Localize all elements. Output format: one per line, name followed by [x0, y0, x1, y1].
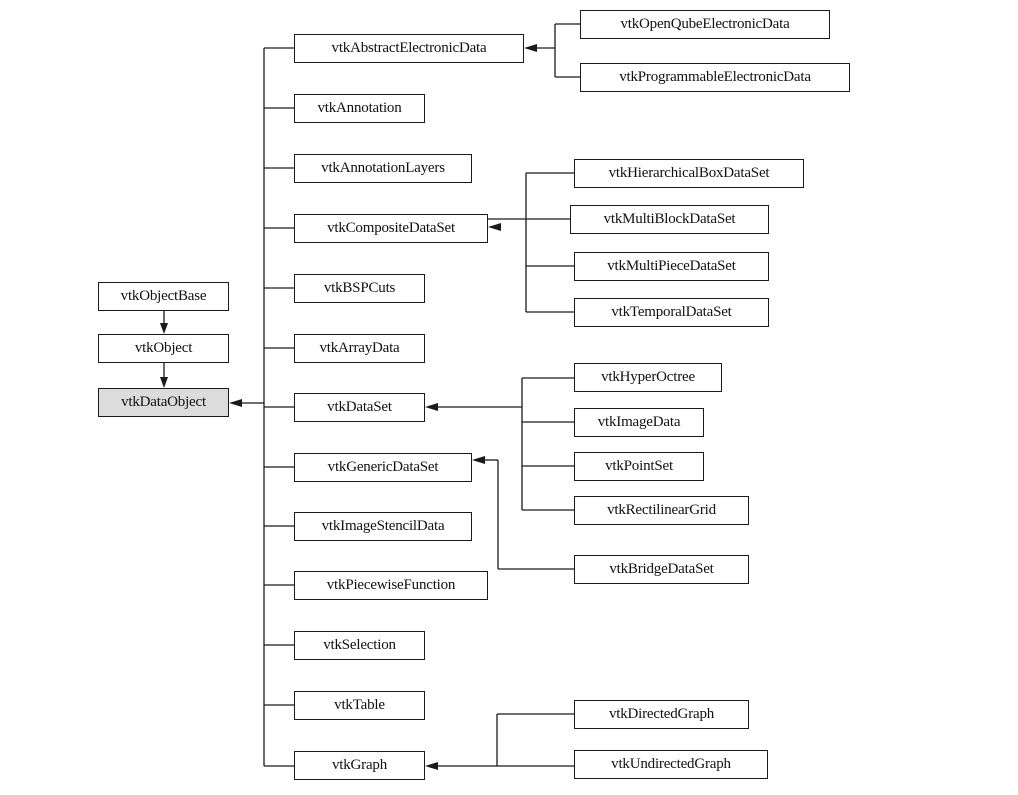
node-vtkPiecewiseFunction: vtkPiecewiseFunction	[294, 571, 488, 600]
node-vtkAbstractElectronicData: vtkAbstractElectronicData	[294, 34, 524, 63]
node-vtkDataSet: vtkDataSet	[294, 393, 425, 422]
node-vtkImageStencilData: vtkImageStencilData	[294, 512, 472, 541]
arrowhead-to-vtkDataObject	[160, 377, 168, 388]
arrowhead-to-vtkGraph	[425, 762, 438, 770]
node-vtkAnnotation: vtkAnnotation	[294, 94, 425, 123]
node-vtkUndirectedGraph: vtkUndirectedGraph	[574, 750, 768, 779]
arrowhead-to-vtkGenericDataSet	[472, 456, 485, 464]
node-vtkMultiPieceDataSet: vtkMultiPieceDataSet	[574, 252, 769, 281]
arrowhead-to-vtkAbstractElectronicData	[524, 44, 537, 52]
node-vtkHyperOctree: vtkHyperOctree	[574, 363, 722, 392]
node-vtkOpenQubeElectronicData: vtkOpenQubeElectronicData	[580, 10, 830, 39]
node-vtkBridgeDataSet: vtkBridgeDataSet	[574, 555, 749, 584]
node-vtkPointSet: vtkPointSet	[574, 452, 704, 481]
node-vtkGenericDataSet: vtkGenericDataSet	[294, 453, 472, 482]
node-vtkAnnotationLayers: vtkAnnotationLayers	[294, 154, 472, 183]
node-vtkSelection: vtkSelection	[294, 631, 425, 660]
node-vtkHierarchicalBoxDataSet: vtkHierarchicalBoxDataSet	[574, 159, 804, 188]
node-vtkDataObject: vtkDataObject	[98, 388, 229, 417]
arrowhead-to-vtkDataSet	[425, 403, 438, 411]
arrowhead-to-vtkObject	[160, 323, 168, 334]
arrowhead-to-vtkDataObject-side	[229, 399, 242, 407]
arrowhead-to-vtkCompositeDataSet	[488, 223, 501, 231]
node-vtkDirectedGraph: vtkDirectedGraph	[574, 700, 749, 729]
node-vtkObjectBase: vtkObjectBase	[98, 282, 229, 311]
node-vtkTemporalDataSet: vtkTemporalDataSet	[574, 298, 769, 327]
node-vtkRectilinearGrid: vtkRectilinearGrid	[574, 496, 749, 525]
node-vtkGraph: vtkGraph	[294, 751, 425, 780]
node-vtkObject: vtkObject	[98, 334, 229, 363]
node-vtkBSPCuts: vtkBSPCuts	[294, 274, 425, 303]
node-vtkArrayData: vtkArrayData	[294, 334, 425, 363]
node-vtkImageData: vtkImageData	[574, 408, 704, 437]
node-vtkProgrammableElectronicData: vtkProgrammableElectronicData	[580, 63, 850, 92]
node-vtkCompositeDataSet: vtkCompositeDataSet	[294, 214, 488, 243]
node-vtkMultiBlockDataSet: vtkMultiBlockDataSet	[570, 205, 769, 234]
node-vtkTable: vtkTable	[294, 691, 425, 720]
